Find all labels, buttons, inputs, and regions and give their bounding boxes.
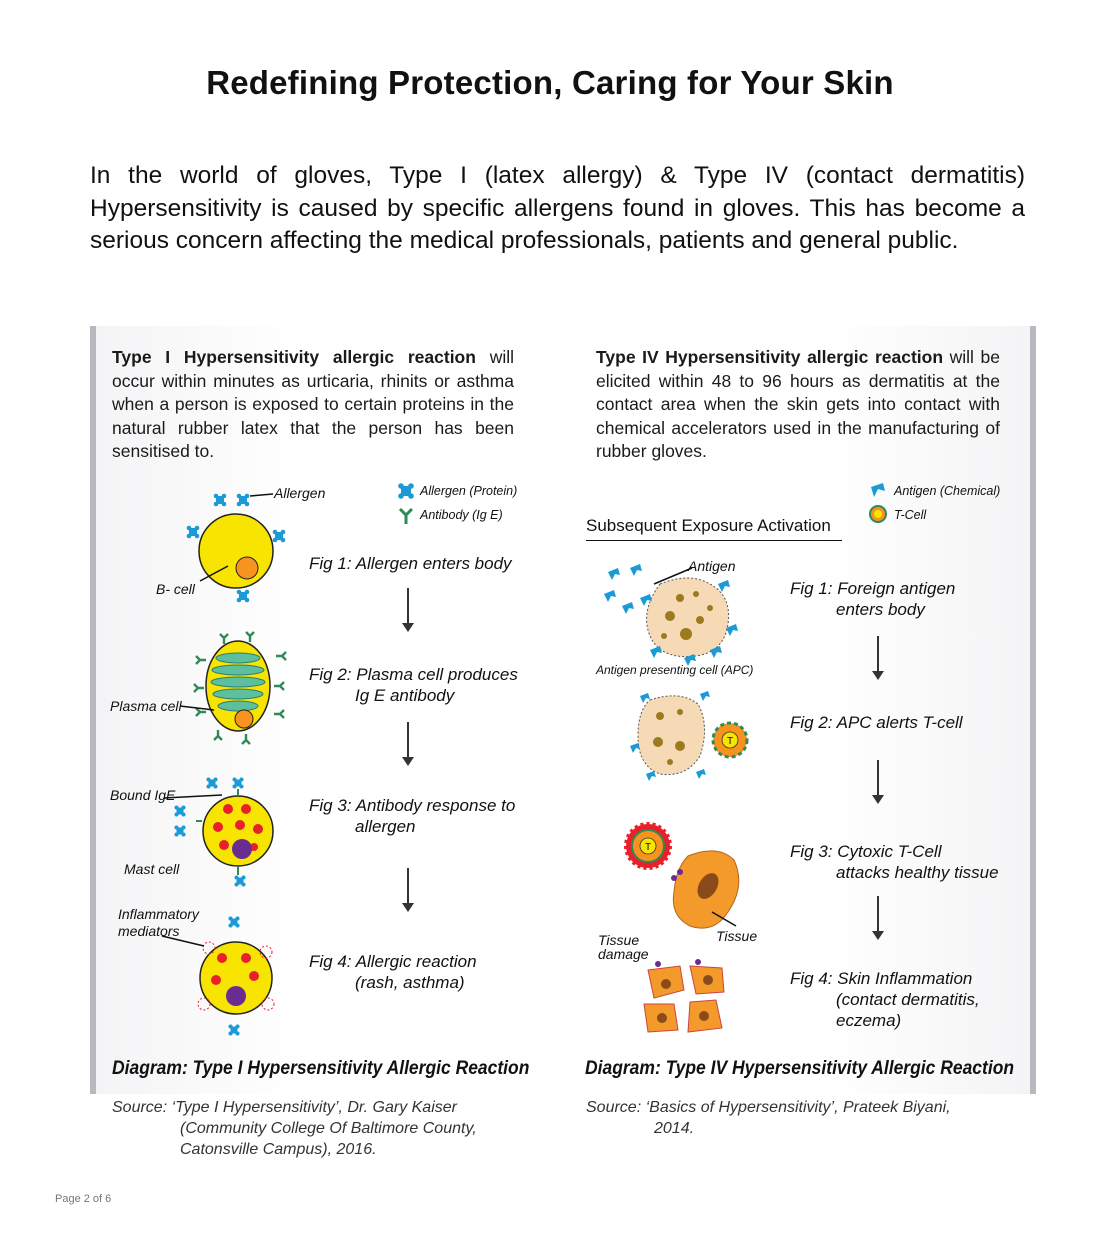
label-apc: Antigen presenting cell (APC): [596, 663, 754, 677]
intro-paragraph: In the world of gloves, Type I (latex al…: [90, 162, 1025, 254]
type-i-diagram-caption: Diagram: Type I Hypersensitivity Allergi…: [112, 1058, 530, 1079]
type-iv-panel: Type IV Hypersensitivity allergic reacti…: [570, 326, 1036, 1094]
type-i-panel: Type I Hypersensitivity allergic reactio…: [90, 326, 556, 1094]
antibody-legend-icon: [398, 507, 414, 524]
t-cell-letter: T: [727, 736, 733, 747]
type-i-body: will occur within minutes as urticaria, …: [112, 347, 514, 462]
arrow-down-icon: [872, 896, 884, 940]
label-bound-ige: Bound IgE: [110, 787, 176, 803]
type-i-description: Type I Hypersensitivity allergic reactio…: [112, 346, 514, 464]
label-inflammatory-2: mediators: [118, 923, 180, 939]
type-i-source: Source: ‘Type I Hypersensitivity’, Dr. G…: [112, 1099, 477, 1158]
type-iv-description: Type IV Hypersensitivity allergic reacti…: [596, 346, 1000, 464]
type-iv-source: Source: ‘Basics of Hypersensitivity’, Pr…: [586, 1099, 951, 1137]
arrow-down-icon: [402, 868, 414, 912]
apc-t-cell-diagram: T: [630, 691, 749, 781]
type-i-heading: Type I Hypersensitivity allergic reactio…: [112, 347, 476, 367]
svg-text:T: T: [645, 842, 651, 853]
label-inflammatory-1: Inflammatory: [118, 906, 199, 922]
label-allergen: Allergen: [274, 485, 326, 501]
type-iv-fig-4: Fig 4: Skin Inflammation(contact dermati…: [790, 969, 980, 1030]
label-b-cell: B- cell: [156, 581, 195, 597]
label-tissue-damage-2: damage: [598, 946, 649, 962]
legend-t-cell: T-Cell: [894, 508, 927, 522]
t-cell-legend-icon: [869, 505, 887, 523]
type-iv-diagram-caption: Diagram: Type IV Hypersensitivity Allerg…: [585, 1058, 1015, 1079]
tissue-damage-diagram: [643, 959, 725, 1033]
type-iv-fig-2: Fig 2: APC alerts T-cell: [790, 713, 963, 732]
label-plasma-cell: Plasma cell: [110, 698, 182, 714]
inflammatory-cell-diagram: [161, 916, 275, 1036]
apc-antigen-diagram: [604, 564, 738, 666]
legend-antibody: Antibody (Ig E): [420, 508, 503, 522]
arrow-down-icon: [402, 588, 414, 632]
type-i-fig-4: Fig 4: Allergic reaction(rash, asthma): [309, 952, 477, 992]
type-iv-heading: Type IV Hypersensitivity allergic reacti…: [596, 347, 944, 367]
arrow-down-icon: [872, 636, 884, 680]
mast-cell-diagram: [163, 777, 274, 887]
cytotoxic-t-cell-diagram: T: [624, 822, 740, 929]
allergen-legend-icon: [398, 483, 414, 499]
page-title: Redefining Protection, Caring for Your S…: [206, 64, 894, 101]
label-tissue-damage-1: Tissue: [598, 932, 640, 948]
label-mast-cell: Mast cell: [124, 861, 180, 877]
label-tissue: Tissue: [716, 928, 758, 944]
page-number: Page 2 of 6: [55, 1193, 112, 1205]
legend-antigen: Antigen (Chemical): [894, 484, 1001, 498]
label-antigen: Antigen: [688, 558, 736, 574]
arrow-down-icon: [872, 760, 884, 804]
plasma-cell-diagram: [179, 631, 287, 745]
type-iv-body: will be elicited within 48 to 96 hours a…: [596, 347, 1000, 462]
type-i-fig-1: Fig 1: Allergen enters body: [309, 554, 512, 573]
arrow-down-icon: [402, 722, 414, 766]
legend-allergen: Allergen (Protein): [420, 484, 518, 498]
b-cell-diagram: [186, 493, 286, 603]
antigen-legend-icon: [871, 483, 885, 497]
subsequent-exposure-heading: Subsequent Exposure Activation: [586, 516, 842, 541]
